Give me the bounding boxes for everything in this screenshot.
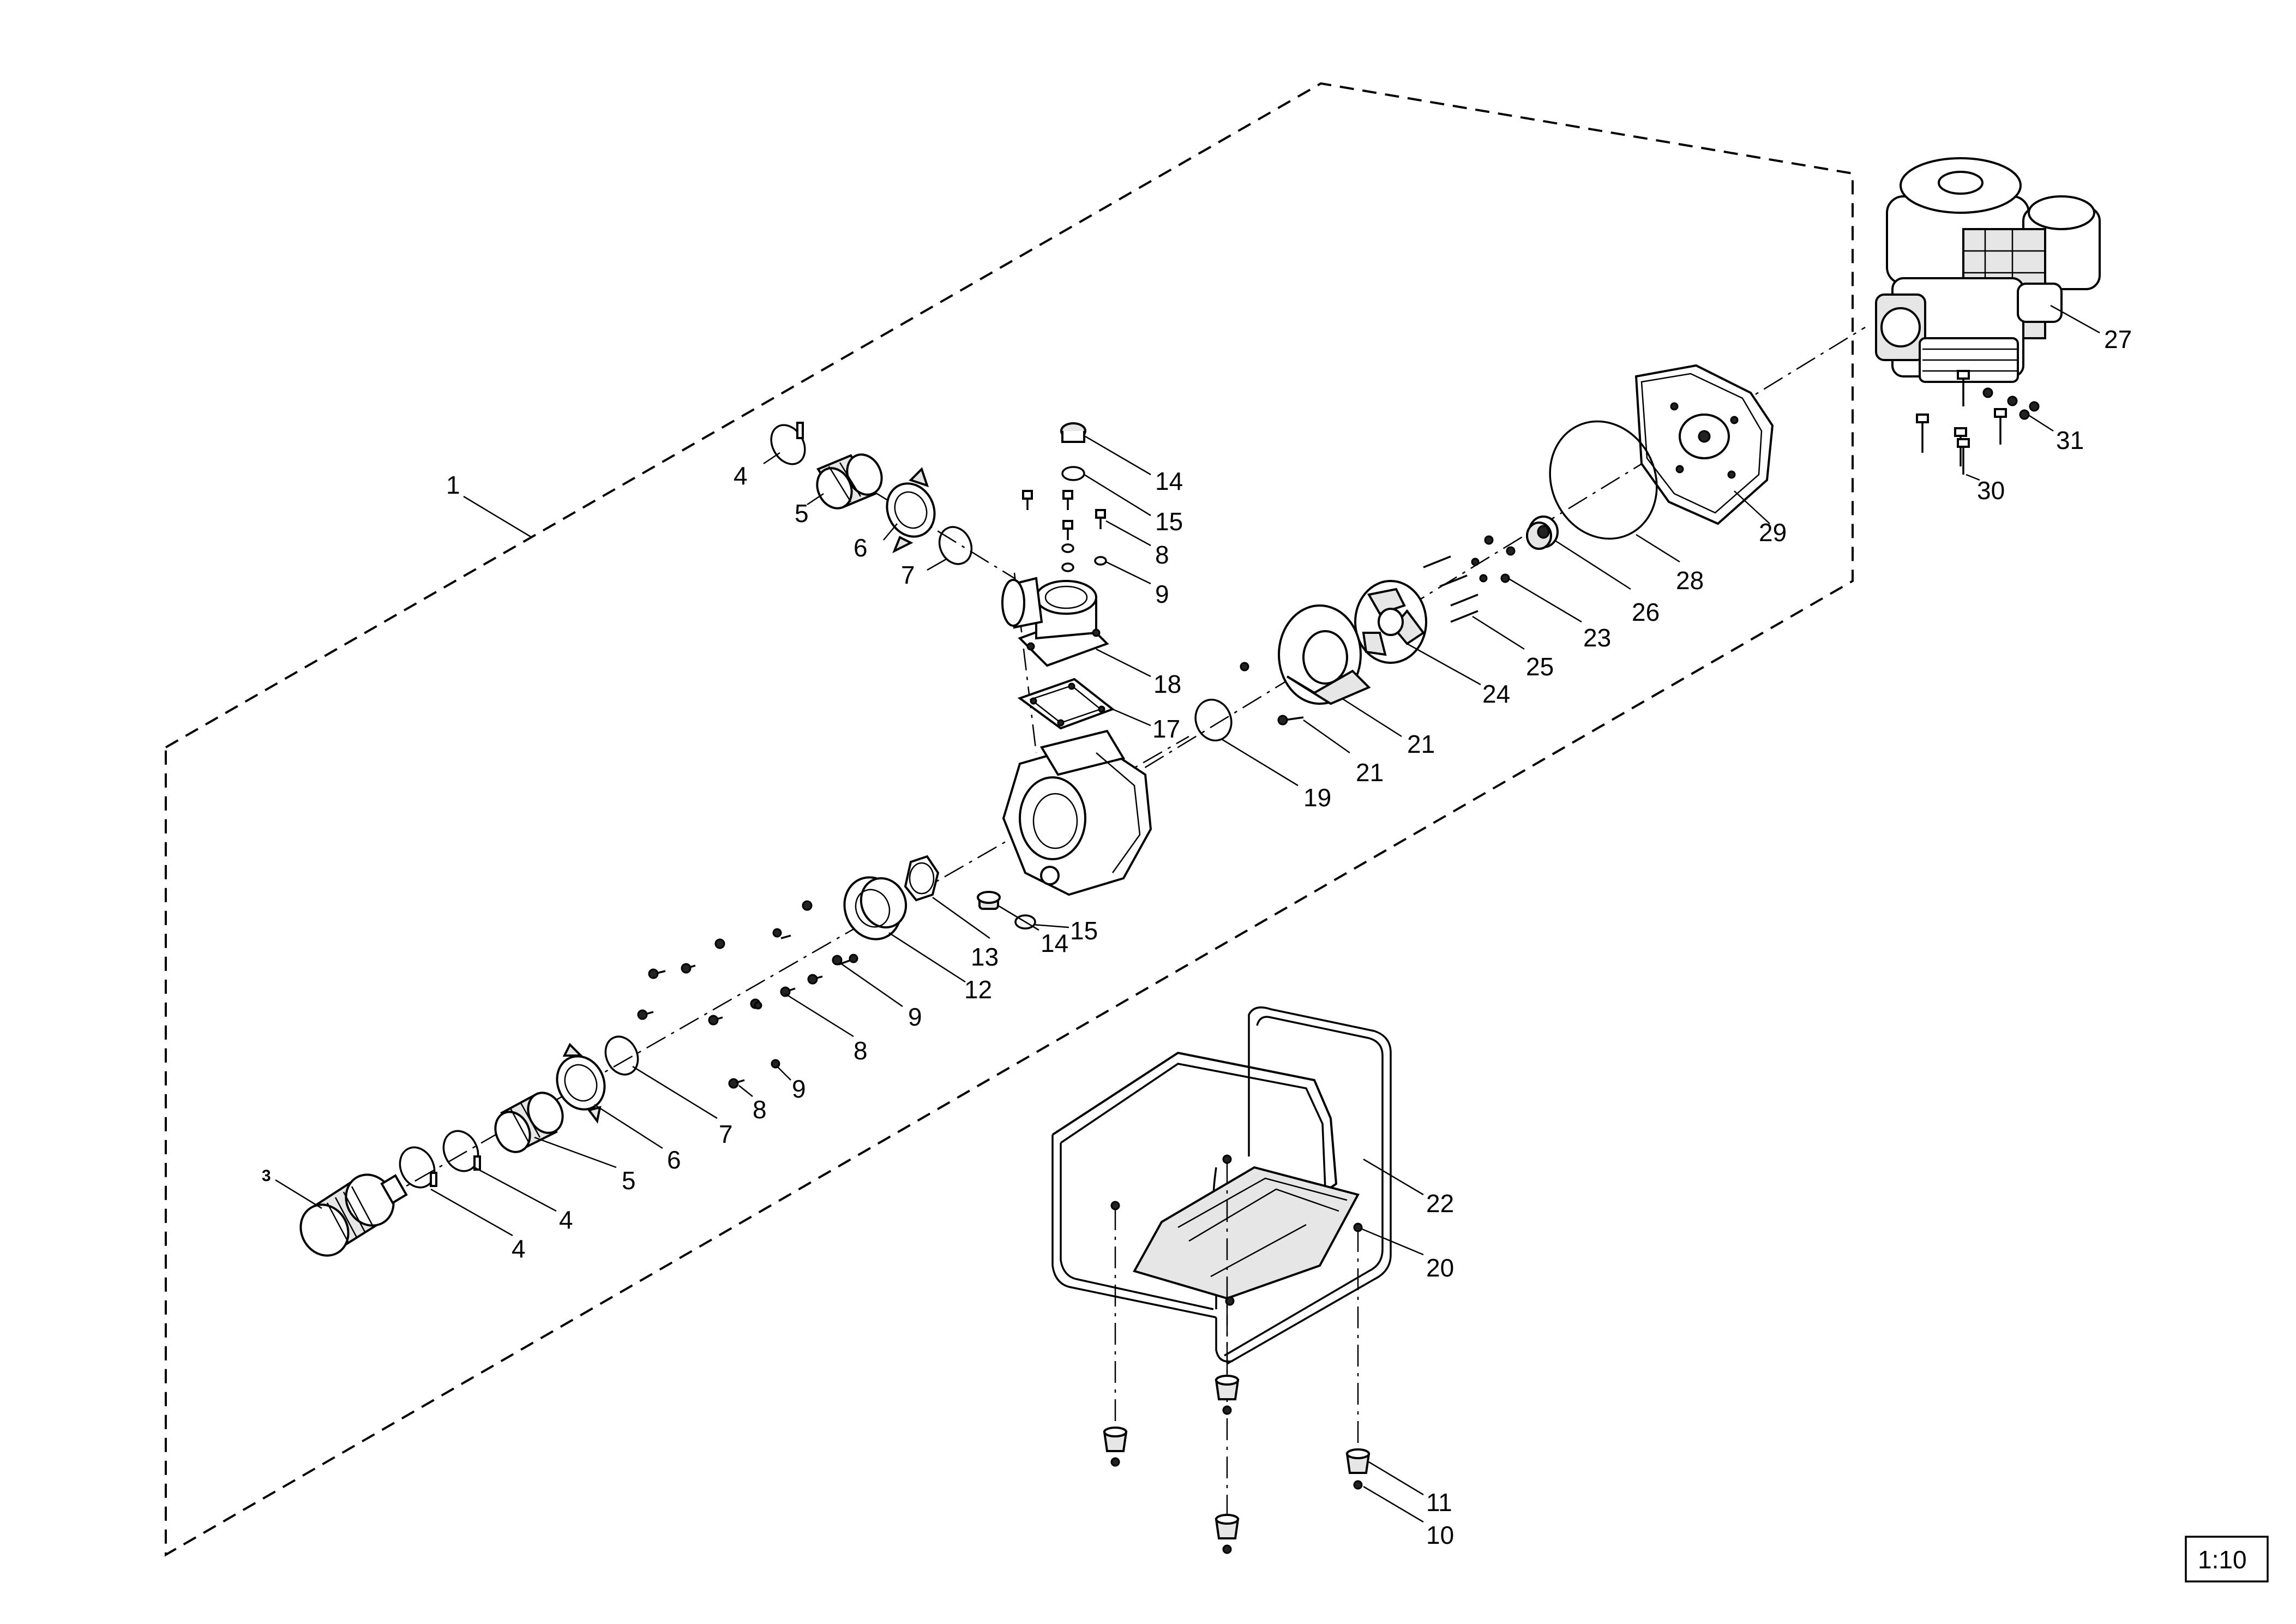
label-9a: 9 — [1155, 580, 1169, 608]
gasket-17 — [1017, 678, 1115, 730]
gasket-7-upper — [938, 526, 973, 565]
label-15b: 15 — [1070, 916, 1098, 945]
bolt-21 — [1277, 715, 1304, 726]
label-27: 27 — [2104, 325, 2132, 353]
label-21a: 21 — [1407, 730, 1435, 758]
label-8b: 8 — [854, 1036, 868, 1065]
pump-assembly-boundary — [165, 82, 1854, 1557]
label-26: 26 — [1632, 598, 1660, 626]
label-22: 22 — [1426, 1189, 1454, 1218]
label-17: 17 — [1152, 715, 1180, 743]
label-3: 3 — [262, 1167, 271, 1185]
label-4a: 4 — [734, 462, 748, 490]
o-ring-19 — [1194, 698, 1233, 742]
label-4b: 4 — [559, 1206, 573, 1234]
hose-tail-5-lower — [494, 1092, 564, 1153]
label-11: 11 — [1426, 1488, 1452, 1517]
coupling-nut-6-lower — [556, 1042, 606, 1124]
suction-strainer-3 — [299, 1173, 408, 1257]
label-6a: 6 — [854, 534, 868, 562]
label-9c: 9 — [792, 1075, 806, 1103]
scale-box — [2185, 1536, 2269, 1583]
washers-9-upper — [1061, 543, 1107, 572]
label-28: 28 — [1676, 566, 1704, 595]
hose-clamp-4-upper — [770, 422, 806, 465]
label-29: 29 — [1759, 518, 1787, 547]
washer-15-lower — [1014, 914, 1036, 930]
fasteners-lower-2 — [728, 1059, 780, 1089]
adapter-plate-drawing — [1634, 364, 1774, 525]
gasket-13 — [904, 855, 940, 902]
label-1: 1 — [446, 471, 460, 499]
label-18: 18 — [1153, 670, 1181, 698]
label-7a: 7 — [901, 561, 915, 589]
washer-23a — [1484, 535, 1494, 545]
label-8a: 8 — [1155, 541, 1169, 569]
pump-housing — [1002, 729, 1152, 896]
frame-22 — [1051, 1006, 1392, 1365]
label-7b: 7 — [719, 1120, 733, 1148]
impeller-24 — [1354, 580, 1427, 664]
engine-bolts — [1916, 370, 2040, 475]
label-24: 24 — [1482, 680, 1510, 708]
screws-10 — [1110, 1405, 1363, 1554]
engine-drawing — [1875, 157, 2101, 383]
washer-21 — [1240, 662, 1249, 672]
washer-23c — [1500, 573, 1510, 583]
label-30: 30 — [1977, 476, 2005, 505]
label-4c: 4 — [512, 1235, 526, 1263]
label-5a: 5 — [795, 499, 809, 528]
label-31: 31 — [2056, 426, 2084, 454]
o-ring-28 — [1549, 420, 1658, 540]
label-9b: 9 — [908, 1003, 922, 1031]
hose-clamp-4-lower-b — [399, 1146, 437, 1189]
label-14b: 14 — [1041, 929, 1068, 957]
label-10: 10 — [1426, 1521, 1454, 1549]
inlet-flange-12 — [843, 876, 907, 940]
label-12: 12 — [964, 975, 992, 1004]
label-20: 20 — [1426, 1254, 1454, 1282]
label-13: 13 — [971, 943, 999, 971]
label-8c: 8 — [753, 1095, 767, 1124]
rubber-feet-11 — [1103, 1375, 1371, 1539]
washer-23b — [1506, 546, 1516, 556]
scale-label: 1:10 — [2198, 1545, 2247, 1574]
label-14a: 14 — [1155, 467, 1183, 495]
fasteners-lower — [637, 900, 858, 1026]
label-6b: 6 — [667, 1146, 681, 1174]
mechanical-seal-26 — [1526, 516, 1559, 550]
drain-plug-14-upper — [1060, 422, 1086, 443]
drain-plug-14-lower — [977, 891, 1001, 910]
volute-21 — [1278, 604, 1371, 705]
bolts-8-upper — [1022, 490, 1106, 540]
label-23: 23 — [1583, 624, 1611, 652]
outlet-elbow-18 — [1001, 577, 1109, 667]
label-21b: 21 — [1356, 758, 1384, 787]
label-19: 19 — [1303, 783, 1331, 812]
coupling-nut-6-upper — [886, 467, 936, 554]
hose-tail-5-upper — [816, 453, 883, 510]
label-25: 25 — [1526, 652, 1554, 681]
label-5b: 5 — [622, 1166, 636, 1195]
bolts-25 — [1423, 555, 1488, 623]
gasket-7-lower — [604, 1035, 639, 1076]
washer-15-upper — [1061, 466, 1085, 481]
label-15a: 15 — [1155, 507, 1183, 536]
